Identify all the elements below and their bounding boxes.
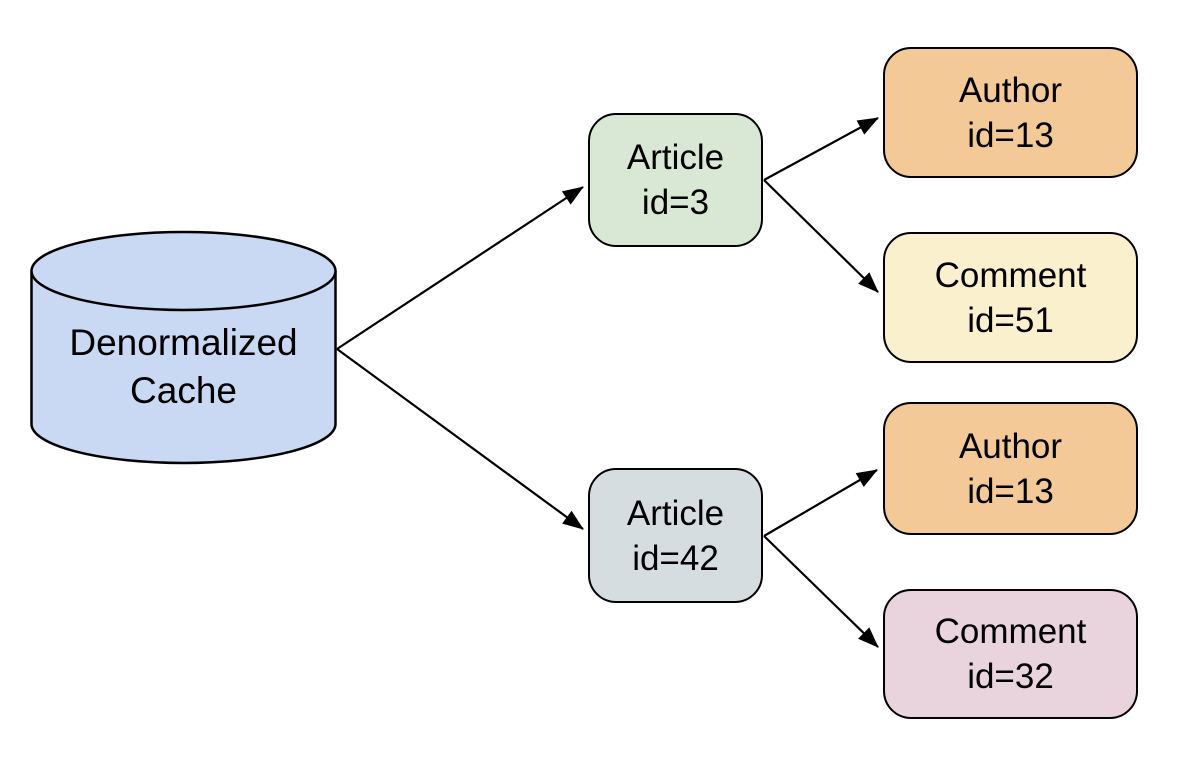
node-cache-label: Denormalized Cache (30, 271, 337, 463)
node-article-3-id: id=3 (641, 183, 710, 222)
node-article-42: Article id=42 (588, 468, 763, 603)
edge-article-3-to-comment-51 (763, 179, 879, 293)
node-comment-32-id: id=32 (967, 657, 1054, 696)
node-author-13-top: Author id=13 (883, 47, 1138, 178)
edge-cache-to-article-3 (336, 186, 584, 350)
node-comment-51-title: Comment (934, 255, 1087, 295)
edge-article-42-to-author-13 (763, 469, 878, 537)
node-author-13-top-title: Author (958, 70, 1063, 110)
node-article-3-title: Article (626, 138, 725, 177)
edge-cache-to-article-42 (336, 348, 584, 530)
edge-article-42-to-comment-32 (763, 535, 879, 648)
node-comment-51-id: id=51 (967, 300, 1054, 340)
node-article-42-id: id=42 (632, 538, 719, 578)
node-author-13-bottom: Author id=13 (883, 402, 1138, 535)
node-author-13-bottom-title: Author (958, 426, 1063, 466)
node-article-42-title: Article (626, 493, 725, 533)
node-author-13-bottom-id: id=13 (967, 471, 1054, 511)
edge-article-3-to-author-13 (763, 117, 879, 181)
node-author-13-top-id: id=13 (967, 115, 1054, 155)
node-comment-32: Comment id=32 (883, 589, 1138, 719)
node-article-3: Article id=3 (588, 113, 763, 247)
cache-label-line1: Denormalized (69, 322, 298, 363)
cache-label-line2: Cache (130, 370, 237, 411)
node-comment-51: Comment id=51 (883, 232, 1138, 363)
node-comment-32-title: Comment (934, 612, 1087, 651)
